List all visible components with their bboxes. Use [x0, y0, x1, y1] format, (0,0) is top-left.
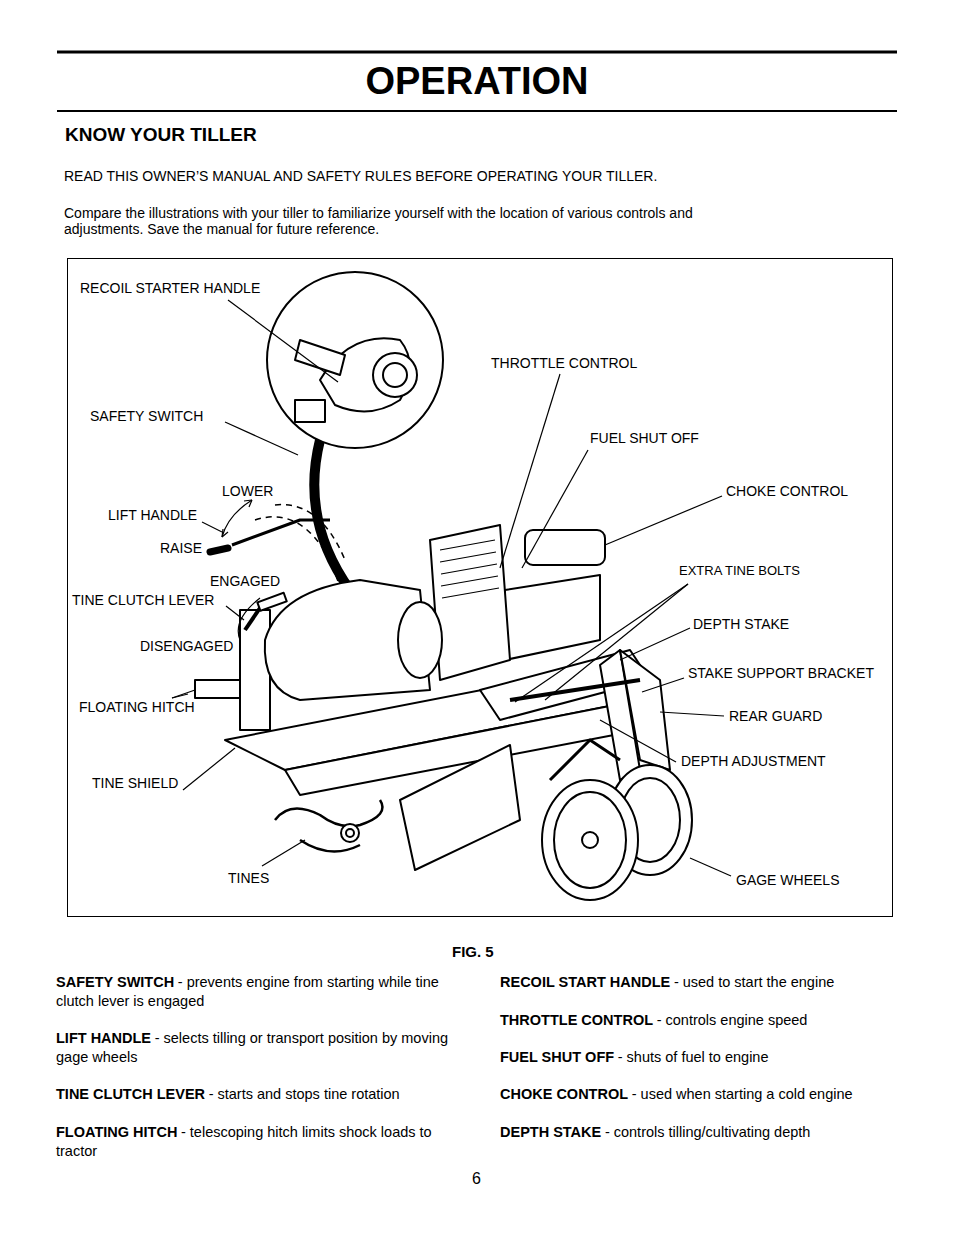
section-heading: KNOW YOUR TILLER — [65, 124, 257, 146]
callout-label: DEPTH STAKE — [693, 616, 789, 632]
callout-label: LOWER — [222, 483, 273, 499]
control-name: RECOIL START HANDLE — [500, 974, 670, 990]
intro-text: Compare the illustrations with your till… — [64, 205, 764, 237]
callout-label: DISENGAGED — [140, 638, 233, 654]
control-name: SAFETY SWITCH — [56, 974, 174, 990]
description-entry: RECOIL START HANDLE- used to start the e… — [500, 973, 890, 992]
description-entry: FLOATING HITCH- telescoping hitch limits… — [56, 1123, 451, 1161]
callout-label: THROTTLE CONTROL — [491, 355, 637, 371]
control-name: CHOKE CONTROL — [500, 1086, 628, 1102]
callout-label: SAFETY SWITCH — [90, 408, 203, 424]
callout-label: CHOKE CONTROL — [726, 483, 848, 499]
control-name: THROTTLE CONTROL — [500, 1012, 653, 1028]
callout-label: DEPTH ADJUSTMENT — [681, 753, 826, 769]
description-entry: CHOKE CONTROL- used when starting a cold… — [500, 1085, 890, 1104]
callout-label: FUEL SHUT OFF — [590, 430, 699, 446]
page-number: 6 — [472, 1170, 481, 1188]
description-entry: FUEL SHUT OFF- shuts of fuel to engine — [500, 1048, 890, 1067]
control-name: LIFT HANDLE — [56, 1030, 151, 1046]
callout-label: TINES — [228, 870, 269, 886]
control-description: - starts and stops tine rotation — [209, 1086, 400, 1102]
control-description: - shuts of fuel to engine — [618, 1049, 769, 1065]
figure-caption: FIG. 5 — [452, 943, 494, 960]
control-description: - controls tilling/cultivating depth — [605, 1124, 811, 1140]
instruction-text: READ THIS OWNER’S MANUAL AND SAFETY RULE… — [64, 168, 657, 184]
callout-label: STAKE SUPPORT BRACKET — [688, 665, 874, 681]
callout-label: RECOIL STARTER HANDLE — [80, 280, 260, 296]
control-name: FLOATING HITCH — [56, 1124, 177, 1140]
callout-label: RAISE — [160, 540, 202, 556]
control-name: DEPTH STAKE — [500, 1124, 601, 1140]
control-name: TINE CLUTCH LEVER — [56, 1086, 205, 1102]
page-title: OPERATION — [0, 60, 954, 104]
callout-label: GAGE WHEELS — [736, 872, 839, 888]
callout-label: FLOATING HITCH — [79, 699, 195, 715]
callout-label: TINE SHIELD — [92, 775, 178, 791]
description-entry: DEPTH STAKE- controls tilling/cultivatin… — [500, 1123, 890, 1142]
description-entry: SAFETY SWITCH- prevents engine from star… — [56, 973, 451, 1011]
description-entry: LIFT HANDLE- selects tilling or transpor… — [56, 1029, 451, 1067]
callout-label: LIFT HANDLE — [108, 507, 197, 523]
control-description: - used to start the engine — [674, 974, 834, 990]
callout-label: EXTRA TINE BOLTS — [679, 564, 800, 579]
description-entry: TINE CLUTCH LEVER- starts and stops tine… — [56, 1085, 451, 1104]
control-description: - controls engine speed — [657, 1012, 808, 1028]
control-description: - used when starting a cold engine — [632, 1086, 853, 1102]
callout-label: ENGAGED — [210, 573, 280, 589]
callout-label: REAR GUARD — [729, 708, 822, 724]
description-entry: THROTTLE CONTROL- controls engine speed — [500, 1011, 890, 1030]
control-name: FUEL SHUT OFF — [500, 1049, 614, 1065]
callout-label: TINE CLUTCH LEVER — [72, 592, 214, 608]
